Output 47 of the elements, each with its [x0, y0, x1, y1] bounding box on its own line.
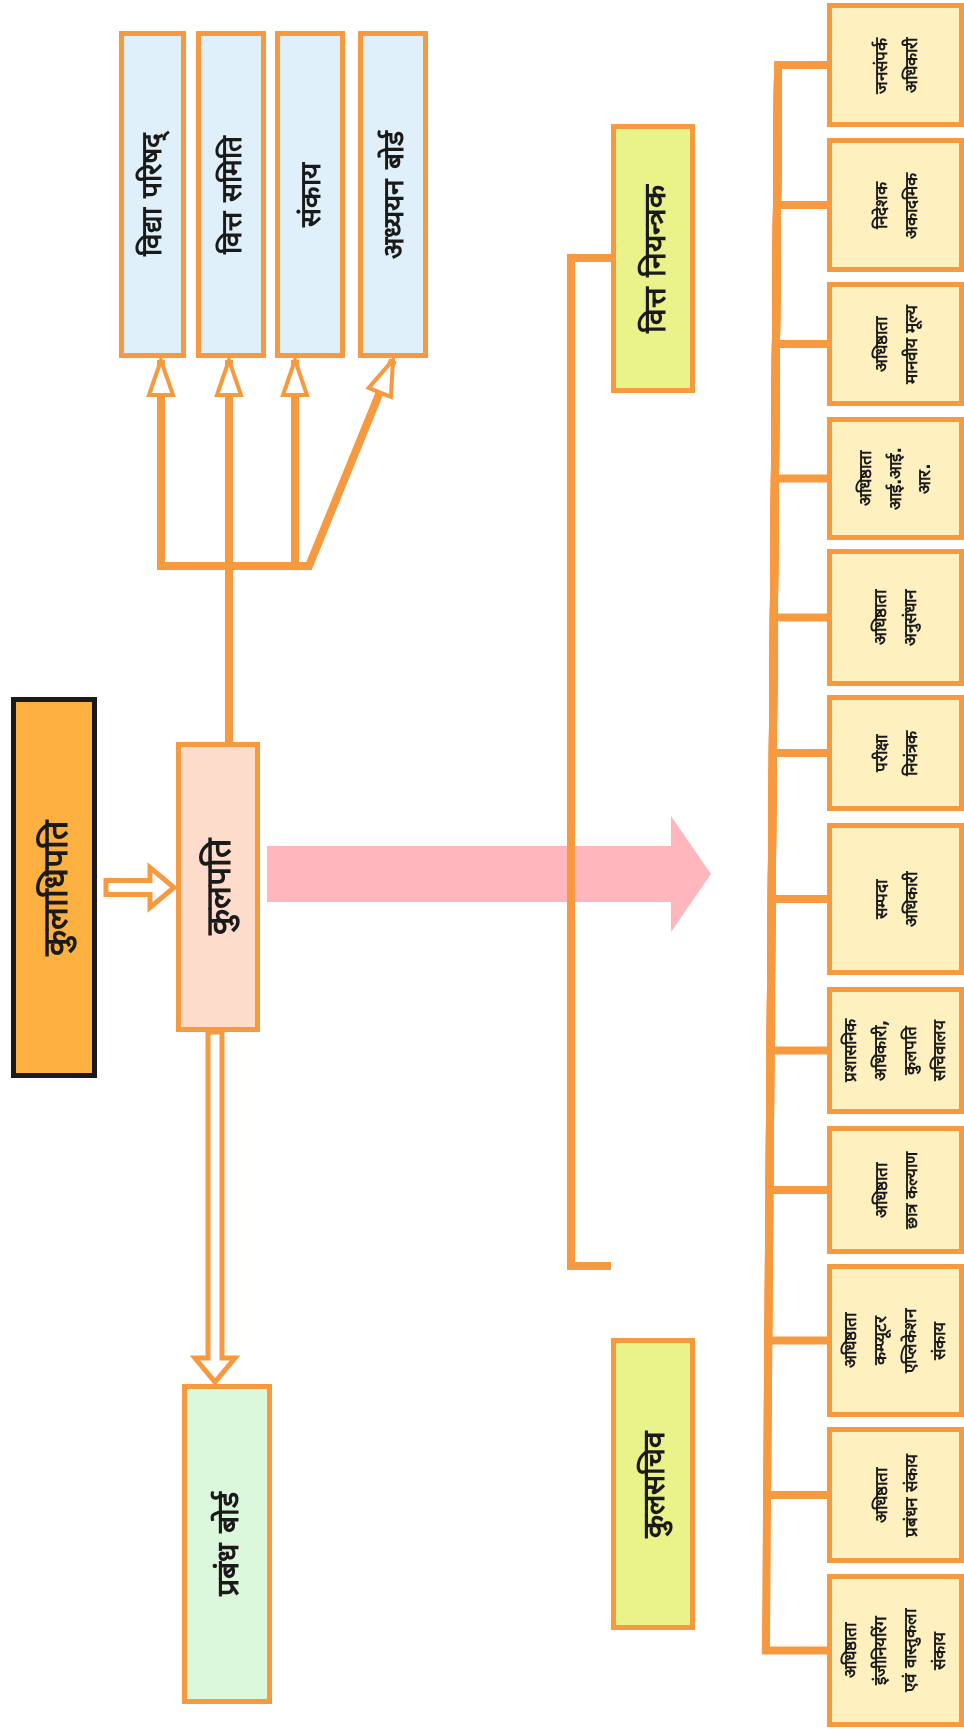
- box-label: अधिष्ठाता प्रबंधन संकाय: [868, 1453, 921, 1537]
- block-arrow: [267, 816, 711, 932]
- process-box: [827, 138, 964, 272]
- connector-line: [774, 61, 827, 78]
- title-box: [11, 697, 97, 1078]
- box-label: अधिष्ठाता आई.आई. आर.: [853, 446, 936, 512]
- box-label: परीक्षा नियंत्रक: [868, 729, 921, 779]
- box-label: वित्त नियन्त्रक: [634, 184, 672, 333]
- box-label: कुलसचिव: [634, 1430, 673, 1538]
- arrow: [225, 358, 397, 742]
- process-box: [827, 1574, 964, 1727]
- process-box: [827, 695, 964, 811]
- process-box: [611, 124, 695, 393]
- box-label: कुलपति: [196, 839, 241, 935]
- box-label: अधिष्ठाता अनुसंधान: [868, 588, 922, 648]
- box-label: संकाय: [291, 162, 327, 227]
- box-label: वित्त समिति: [212, 135, 248, 254]
- box-label: प्रबंध बोर्ड: [208, 1492, 246, 1596]
- box-label: जनसंपर्क अधिकारी: [868, 36, 921, 96]
- box-label: अधिष्ठाता मानवीय मूल्य: [868, 303, 923, 386]
- process-box: [827, 823, 964, 975]
- process-box: [827, 417, 964, 540]
- process-box: [827, 549, 964, 686]
- box-label: विद्या परिषद्: [134, 133, 171, 256]
- process-box: [827, 1427, 964, 1563]
- process-box: [827, 1126, 964, 1254]
- hollow-arrow: [103, 862, 178, 913]
- box-label: अधिष्ठाता इंजीनियरिंग एवं वास्तुकला संकाय: [839, 1608, 951, 1693]
- box-label: अधिष्ठाता छात्र कल्याण: [868, 1150, 921, 1232]
- process-box: [176, 742, 260, 1032]
- box-label: सम्पदा अधिकारी: [868, 870, 921, 929]
- box-label: अध्ययन बोर्ड: [374, 130, 410, 259]
- process-box: [119, 31, 186, 358]
- process-box: [827, 3, 964, 127]
- process-box: [611, 1338, 695, 1630]
- process-box: [827, 1264, 964, 1417]
- process-box: [827, 987, 964, 1114]
- box-label: अधिष्ठाता कम्प्यूटर एप्लिकेशन संकाय: [839, 1307, 951, 1376]
- process-box: [182, 1384, 272, 1704]
- box-label: कुलाधिपति: [31, 820, 77, 955]
- box-label: निदेशक अकादमिक: [868, 171, 921, 241]
- hollow-arrow: [189, 1029, 241, 1386]
- process-box: [196, 31, 266, 358]
- process-box: [827, 282, 964, 406]
- box-label: प्रशासनिक अधिकारी, कुलपति सचिवालय: [839, 1017, 951, 1085]
- process-box: [275, 31, 345, 358]
- process-box: [358, 31, 428, 358]
